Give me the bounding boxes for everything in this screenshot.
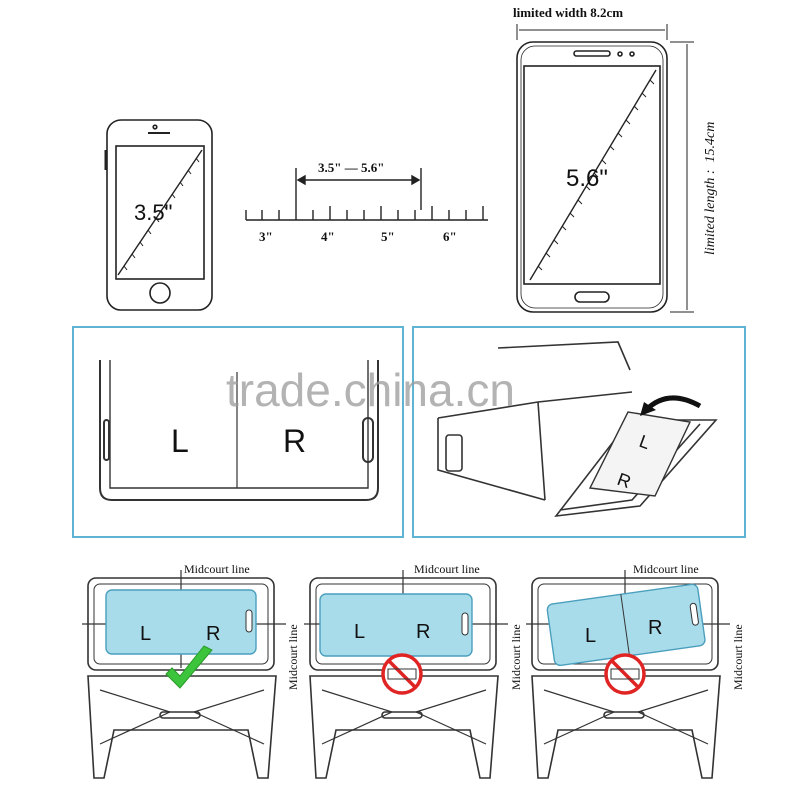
bottom-3-midcourt-top: Midcourt line [633,562,699,576]
bottom-3-left-eye: L [585,625,596,647]
small-phone-size-label: 3.5" [134,200,172,225]
limited-width-label: limited width 8.2cm [513,5,623,20]
big-phone-size-label: 5.6" [566,165,608,192]
bottom-1-midcourt-side: Midcourt line [286,624,300,690]
small-phone-diagonal-ticks [123,157,200,271]
bottom-1-midcourt-top: Midcourt line [184,562,250,576]
limited-length-label: limited length : 15.4cm [703,122,718,255]
ruler-tick-6: 6" [443,229,457,244]
bottom-2-right-eye: R [416,621,430,643]
middle-right-phone-screen: L R [588,411,692,497]
big-phone [516,24,694,313]
bottom-panel-3: Midcourt line Midcourt line L R [526,562,745,779]
middle-right-right-eye: R [615,469,634,492]
insert-arrow-icon [640,395,702,416]
middle-left-panel: L R [72,326,404,538]
bottom-1-right-eye: R [206,623,220,645]
bottom-panel-1: Midcourt line Midcourt line L R [82,562,300,779]
bottom-3-right-eye: R [648,617,662,639]
ruler-range-label: 3.5" — 5.6" [318,160,384,175]
middle-right-panel: L R [412,326,746,538]
forbidden-icon [604,653,646,695]
ruler-tick-4: 4" [321,229,335,244]
size-ruler [245,168,488,221]
bottom-panel-2: Midcourt line Midcourt line L R [304,562,523,779]
middle-left-right-eye: R [283,423,306,459]
watermark: trade.china.cn [226,364,515,416]
bottom-3-midcourt-side: Midcourt line [731,624,745,690]
bottom-1-left-eye: L [140,623,151,645]
big-phone-diagonal-ticks [537,79,655,271]
check-icon [165,645,213,689]
bottom-2-midcourt-top: Midcourt line [414,562,480,576]
middle-left-left-eye: L [171,423,189,459]
bottom-2-left-eye: L [354,621,365,643]
ruler-tick-5: 5" [381,229,395,244]
small-phone [104,119,213,311]
bottom-2-midcourt-side: Midcourt line [509,624,523,690]
ruler-tick-3: 3" [259,229,273,244]
forbidden-icon [381,653,423,695]
